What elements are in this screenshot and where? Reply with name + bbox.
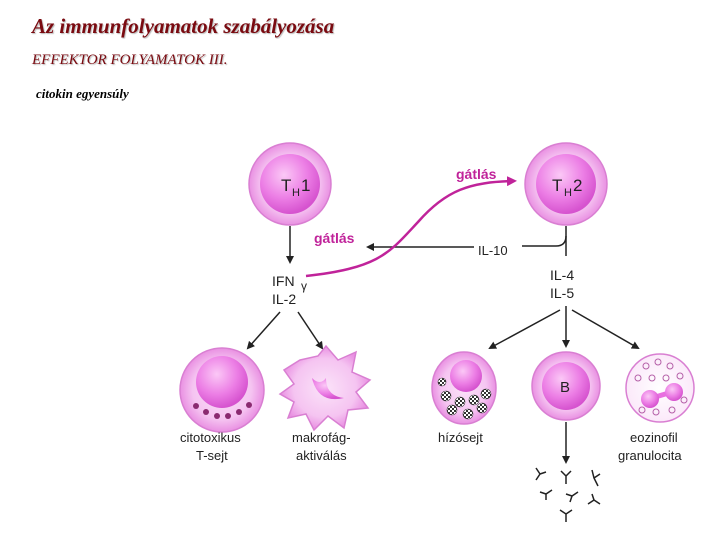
antibody-icon xyxy=(587,493,601,505)
cytotoxic-label-line1: citotoxikus xyxy=(180,430,241,445)
eosinophil-label-line1: eozinofil xyxy=(630,430,678,445)
arrow-to-macrophage xyxy=(297,311,324,350)
th2-il10-hook xyxy=(522,226,567,247)
slide-subtitle: EFFEKTOR FOLYAMATOK III. xyxy=(32,52,228,68)
inhibition-label-top: gátlás xyxy=(456,166,497,182)
eosinophil xyxy=(625,353,695,423)
arrow-to-mast-cell xyxy=(488,309,561,349)
cytotoxic-label-line2: T-sejt xyxy=(196,448,228,463)
th1-label-num: 1 xyxy=(301,176,310,195)
macrophage-label-line1: makrofág- xyxy=(292,430,351,445)
slide-caption: citokin egyensúly xyxy=(36,86,129,101)
ifn-label: IFN xyxy=(272,273,295,289)
antibody-icon xyxy=(535,467,547,481)
th1-cell: T H 1 xyxy=(248,142,332,226)
b-cell-label: B xyxy=(560,379,570,396)
th2-label-num: 2 xyxy=(573,176,582,195)
antibodies xyxy=(535,467,601,522)
th1-label-main: T xyxy=(281,176,291,195)
mast-cell-label: hízósejt xyxy=(438,430,483,445)
antibody-icon xyxy=(591,469,601,487)
th1-label-sub: H xyxy=(292,187,300,199)
arrow-to-cytotoxic xyxy=(246,311,281,350)
th2-cell: T H 2 xyxy=(524,142,608,226)
cytotoxic-t-cell xyxy=(179,347,265,433)
macrophage xyxy=(278,344,372,432)
ifn-gamma-label: γ xyxy=(301,279,307,293)
il2-label: IL-2 xyxy=(272,291,296,307)
antibody-icon xyxy=(559,509,573,522)
b-cell: B xyxy=(531,351,601,421)
arrow-to-eosinophil xyxy=(571,309,640,349)
mast-cell xyxy=(431,351,497,425)
eosinophil-label-line2: granulocita xyxy=(618,448,682,463)
il10-label: IL-10 xyxy=(478,243,508,258)
macrophage-label-line2: aktiválás xyxy=(296,448,347,463)
antibody-icon xyxy=(560,470,572,484)
il4-label: IL-4 xyxy=(550,267,574,283)
antibody-icon xyxy=(565,491,579,503)
antibody-icon xyxy=(539,489,553,500)
il5-label: IL-5 xyxy=(550,285,574,301)
th2-label-main: T xyxy=(552,176,562,195)
inhibition-label-left: gátlás xyxy=(314,230,355,246)
slide-title: Az immunfolyamatok szabályozása xyxy=(32,14,335,38)
th2-label-sub: H xyxy=(564,187,572,199)
ifn-inhibits-th2-arrow xyxy=(305,176,517,278)
